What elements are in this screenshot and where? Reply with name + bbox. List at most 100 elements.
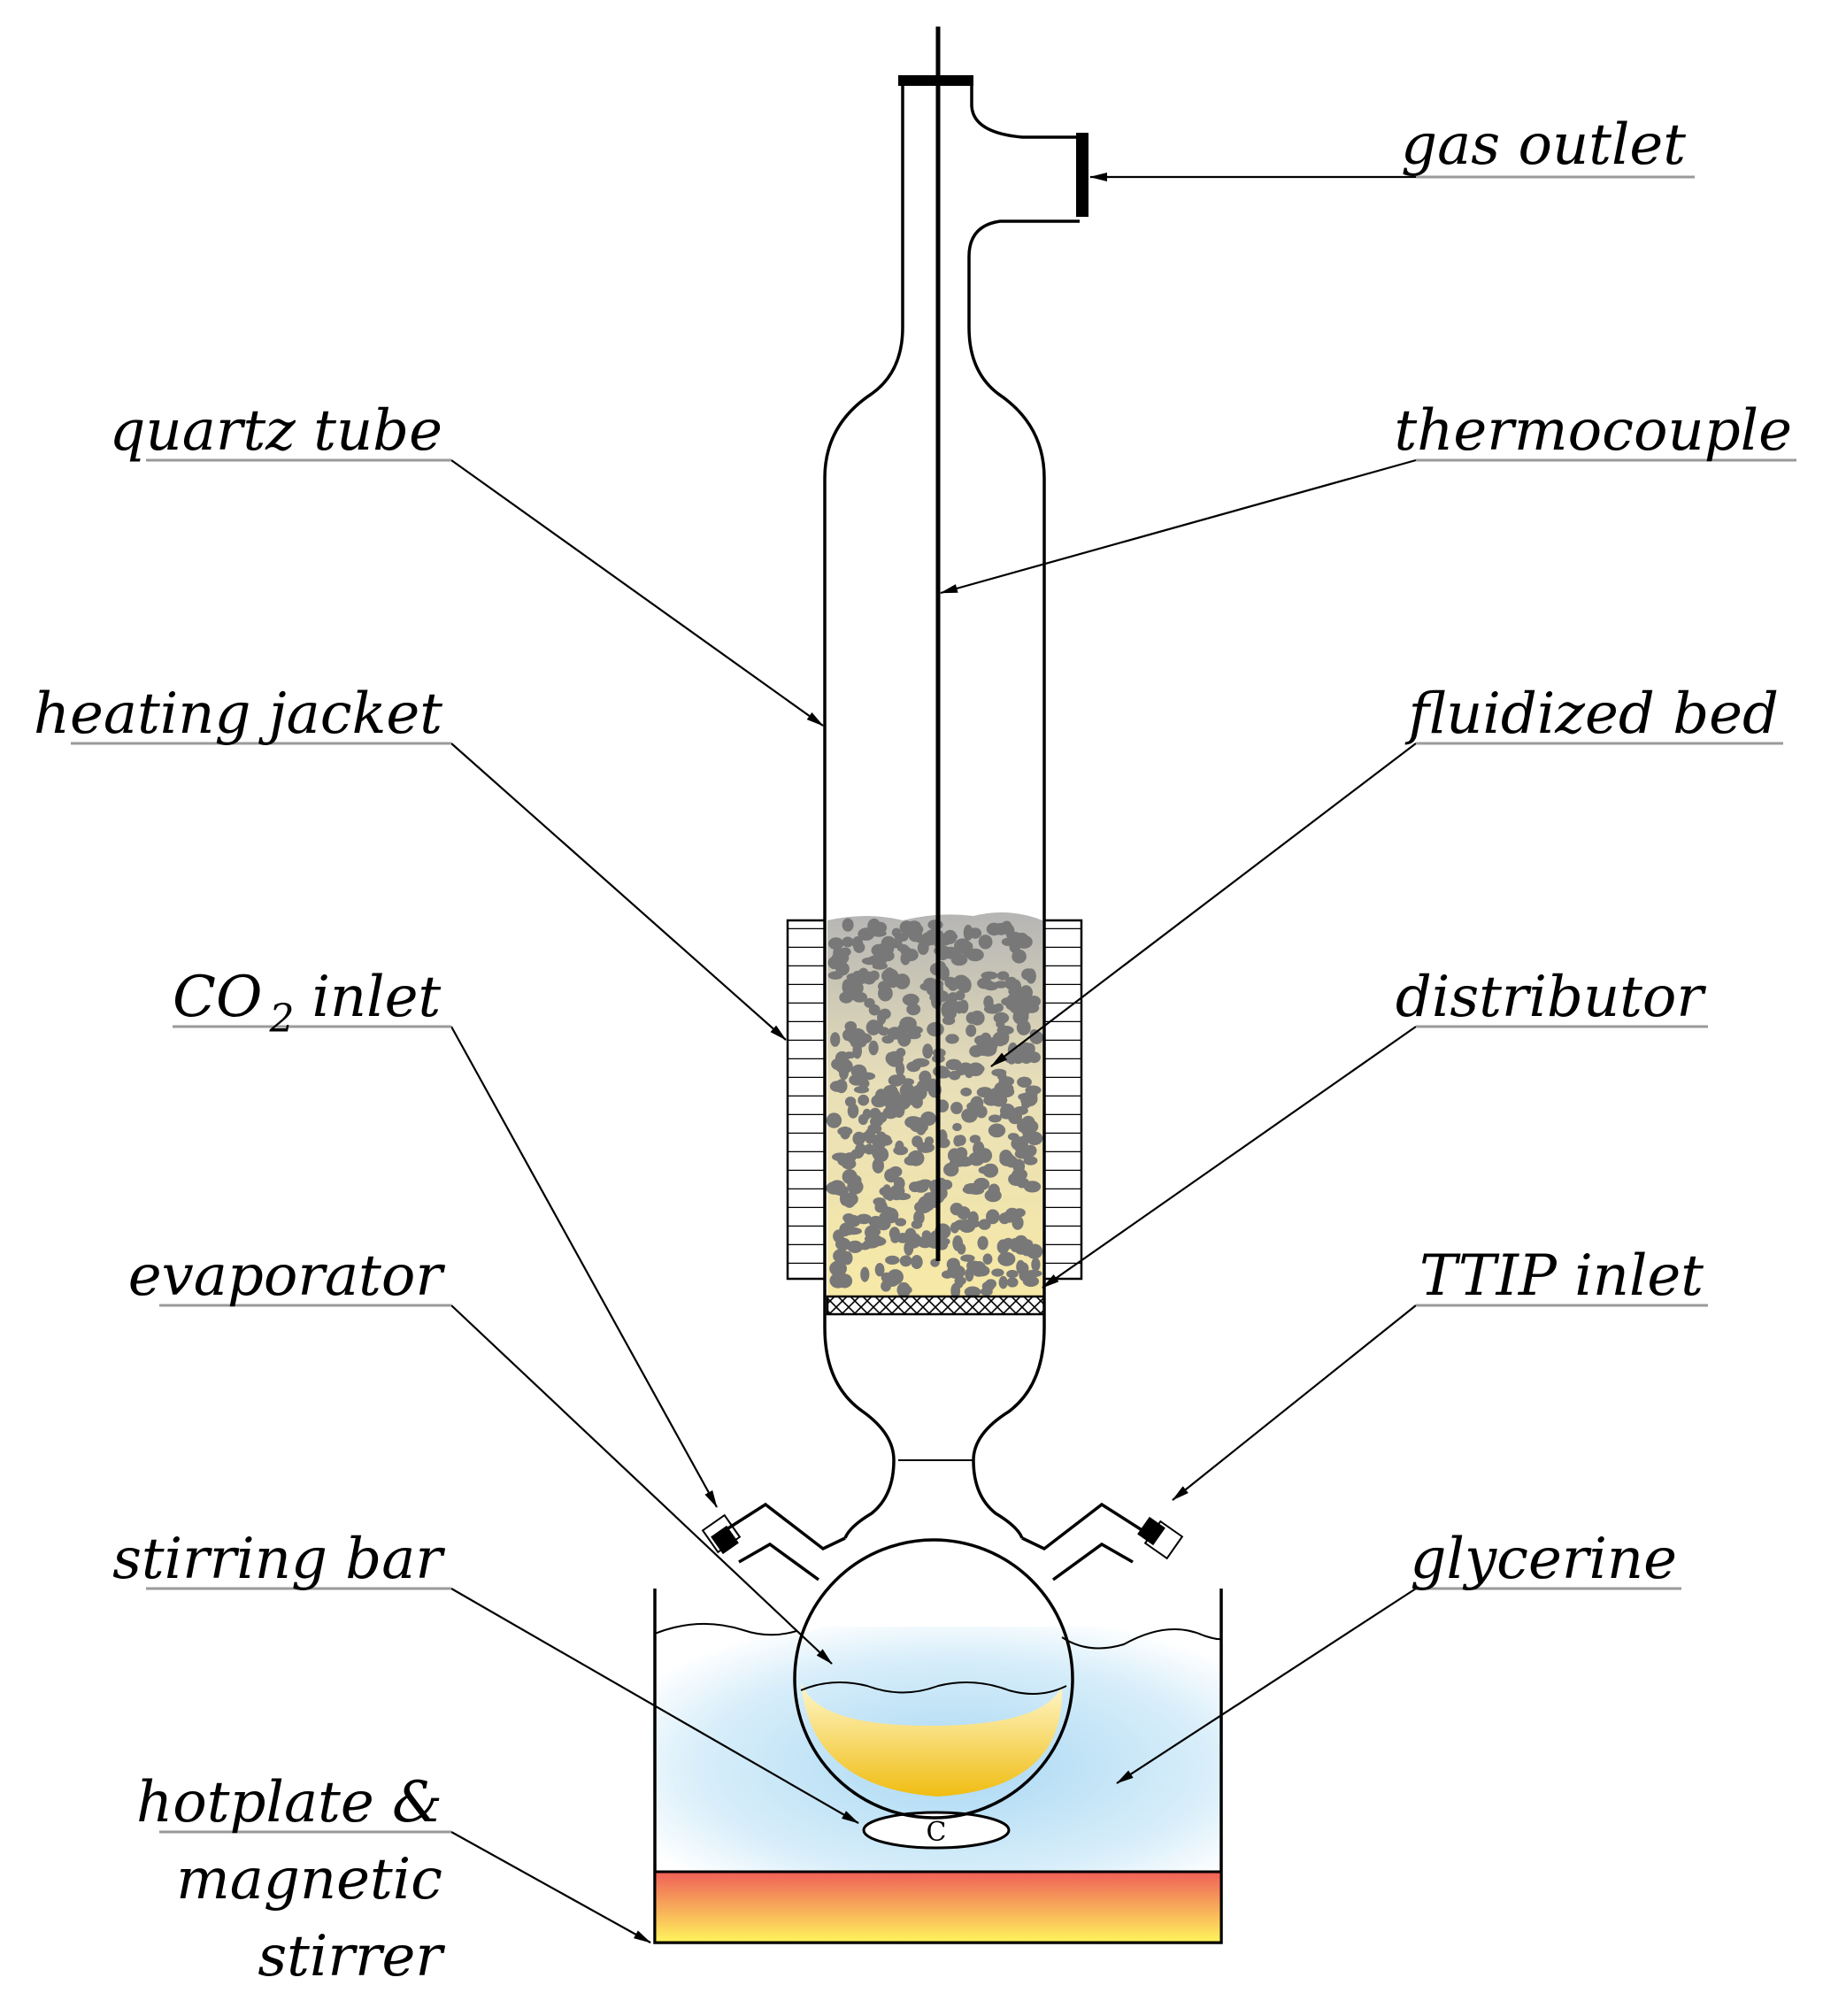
glass-neck	[701, 1327, 1184, 1581]
bed-particle	[847, 1240, 863, 1253]
bed-particle	[1026, 968, 1036, 984]
bed-particle	[881, 968, 899, 983]
bed-particle	[965, 1024, 977, 1037]
label-evaporator: evaporator	[128, 1243, 446, 1309]
bed-particle	[952, 1154, 965, 1167]
bed-particle	[912, 1084, 927, 1101]
bed-particle	[1022, 1275, 1040, 1288]
bed-particle	[1026, 1129, 1036, 1143]
bed-particle	[958, 1219, 976, 1234]
bed-particle	[864, 1143, 875, 1155]
bed-particle	[911, 1255, 923, 1269]
bed-particle	[943, 1162, 959, 1177]
label-co2-inlet-sub: 2	[268, 996, 294, 1042]
bed-particle	[950, 1222, 959, 1234]
bed-particle	[941, 1002, 951, 1018]
bed-particle	[869, 970, 880, 981]
bed-particle	[973, 1265, 990, 1277]
bed-particle	[960, 1254, 975, 1262]
bed-particle	[882, 1206, 894, 1217]
bed-particle	[941, 1180, 953, 1190]
bed-particle	[1012, 1158, 1026, 1174]
bed-particle	[958, 1062, 973, 1073]
bed-particle	[858, 1094, 870, 1106]
bed-particle	[904, 1156, 919, 1166]
bed-particle	[926, 1234, 943, 1249]
bed-particle	[906, 1061, 921, 1073]
bed-particle	[915, 1120, 927, 1135]
bed-particle	[856, 1213, 872, 1225]
bed-particle	[826, 1112, 842, 1128]
bed-particle	[950, 953, 968, 966]
bed-particle	[966, 948, 984, 962]
bed-particle	[991, 1068, 1007, 1077]
bed-particle	[963, 924, 973, 941]
bed-particle	[982, 1163, 999, 1178]
leader-lines	[450, 173, 1695, 1943]
bed-particle	[971, 1064, 985, 1073]
bed-particle	[986, 922, 1003, 936]
bed-particle	[944, 976, 958, 989]
bed-particle	[878, 985, 893, 1002]
bed-particle	[1024, 1043, 1035, 1055]
bed-particle	[992, 1031, 1008, 1047]
bed-particle	[862, 1108, 872, 1120]
bed-particle	[986, 1209, 1000, 1225]
bed-particle	[1005, 1207, 1019, 1219]
bed-particle	[988, 1123, 1006, 1138]
bed-particle	[983, 1042, 998, 1052]
bed-particle	[954, 1276, 966, 1286]
bed-particle	[913, 1210, 925, 1225]
label-hotplate-line3: stirrer	[258, 1924, 445, 1989]
bed-particle	[842, 979, 852, 995]
bed-particle	[980, 1287, 993, 1297]
bed-particle	[996, 971, 1010, 981]
bed-particle	[961, 1108, 978, 1123]
bed-particle	[1006, 1269, 1019, 1279]
bed-particle	[849, 1073, 865, 1086]
bed-particle	[978, 935, 993, 950]
bed-particle	[943, 929, 958, 944]
bed-particle	[975, 1105, 988, 1119]
bed-particle	[927, 1021, 944, 1037]
fluidized-bed	[826, 912, 1044, 1299]
label-stirring-bar: stirring bar	[112, 1527, 445, 1592]
bed-particle	[982, 1253, 993, 1265]
bed-particle	[977, 1235, 988, 1250]
bed-particle	[835, 1237, 851, 1251]
bed-particle	[1011, 979, 1022, 996]
bed-particle	[1006, 1277, 1019, 1288]
bed-particle	[1031, 1258, 1041, 1272]
bed-particle	[947, 1264, 960, 1279]
bed-particle	[831, 950, 850, 966]
bed-particle	[1025, 1269, 1042, 1278]
bed-particle	[897, 1032, 912, 1047]
stir-mark: C	[927, 1817, 947, 1848]
bed-particle	[964, 1286, 981, 1297]
bed-particle	[842, 918, 854, 932]
bed-particle	[835, 1058, 853, 1074]
bed-particle	[896, 1061, 905, 1077]
label-hotplate-line2: magnetic	[176, 1847, 442, 1912]
bed-particle	[893, 1145, 909, 1156]
hotplate	[653, 1870, 1223, 1944]
bed-particle	[969, 1010, 985, 1026]
bed-particle	[1001, 937, 1015, 947]
bed-particle	[876, 1089, 893, 1100]
bed-particle	[865, 1225, 880, 1240]
bed-particle	[994, 1003, 1004, 1012]
bed-particle	[1024, 1144, 1037, 1158]
bed-particle	[896, 1281, 912, 1298]
bed-particle	[858, 1243, 871, 1250]
bed-particle	[920, 1111, 936, 1127]
bed-particle	[867, 1123, 882, 1135]
bed-particle	[881, 1035, 895, 1044]
bed-particle	[906, 1003, 921, 1016]
bed-particle	[868, 1020, 883, 1031]
bed-particle	[988, 1114, 1002, 1123]
bed-particle	[922, 1043, 934, 1059]
bed-particle	[891, 927, 902, 937]
bed-particle	[1021, 1245, 1033, 1257]
bed-particle	[1023, 1156, 1038, 1166]
bed-particle	[985, 1279, 996, 1289]
